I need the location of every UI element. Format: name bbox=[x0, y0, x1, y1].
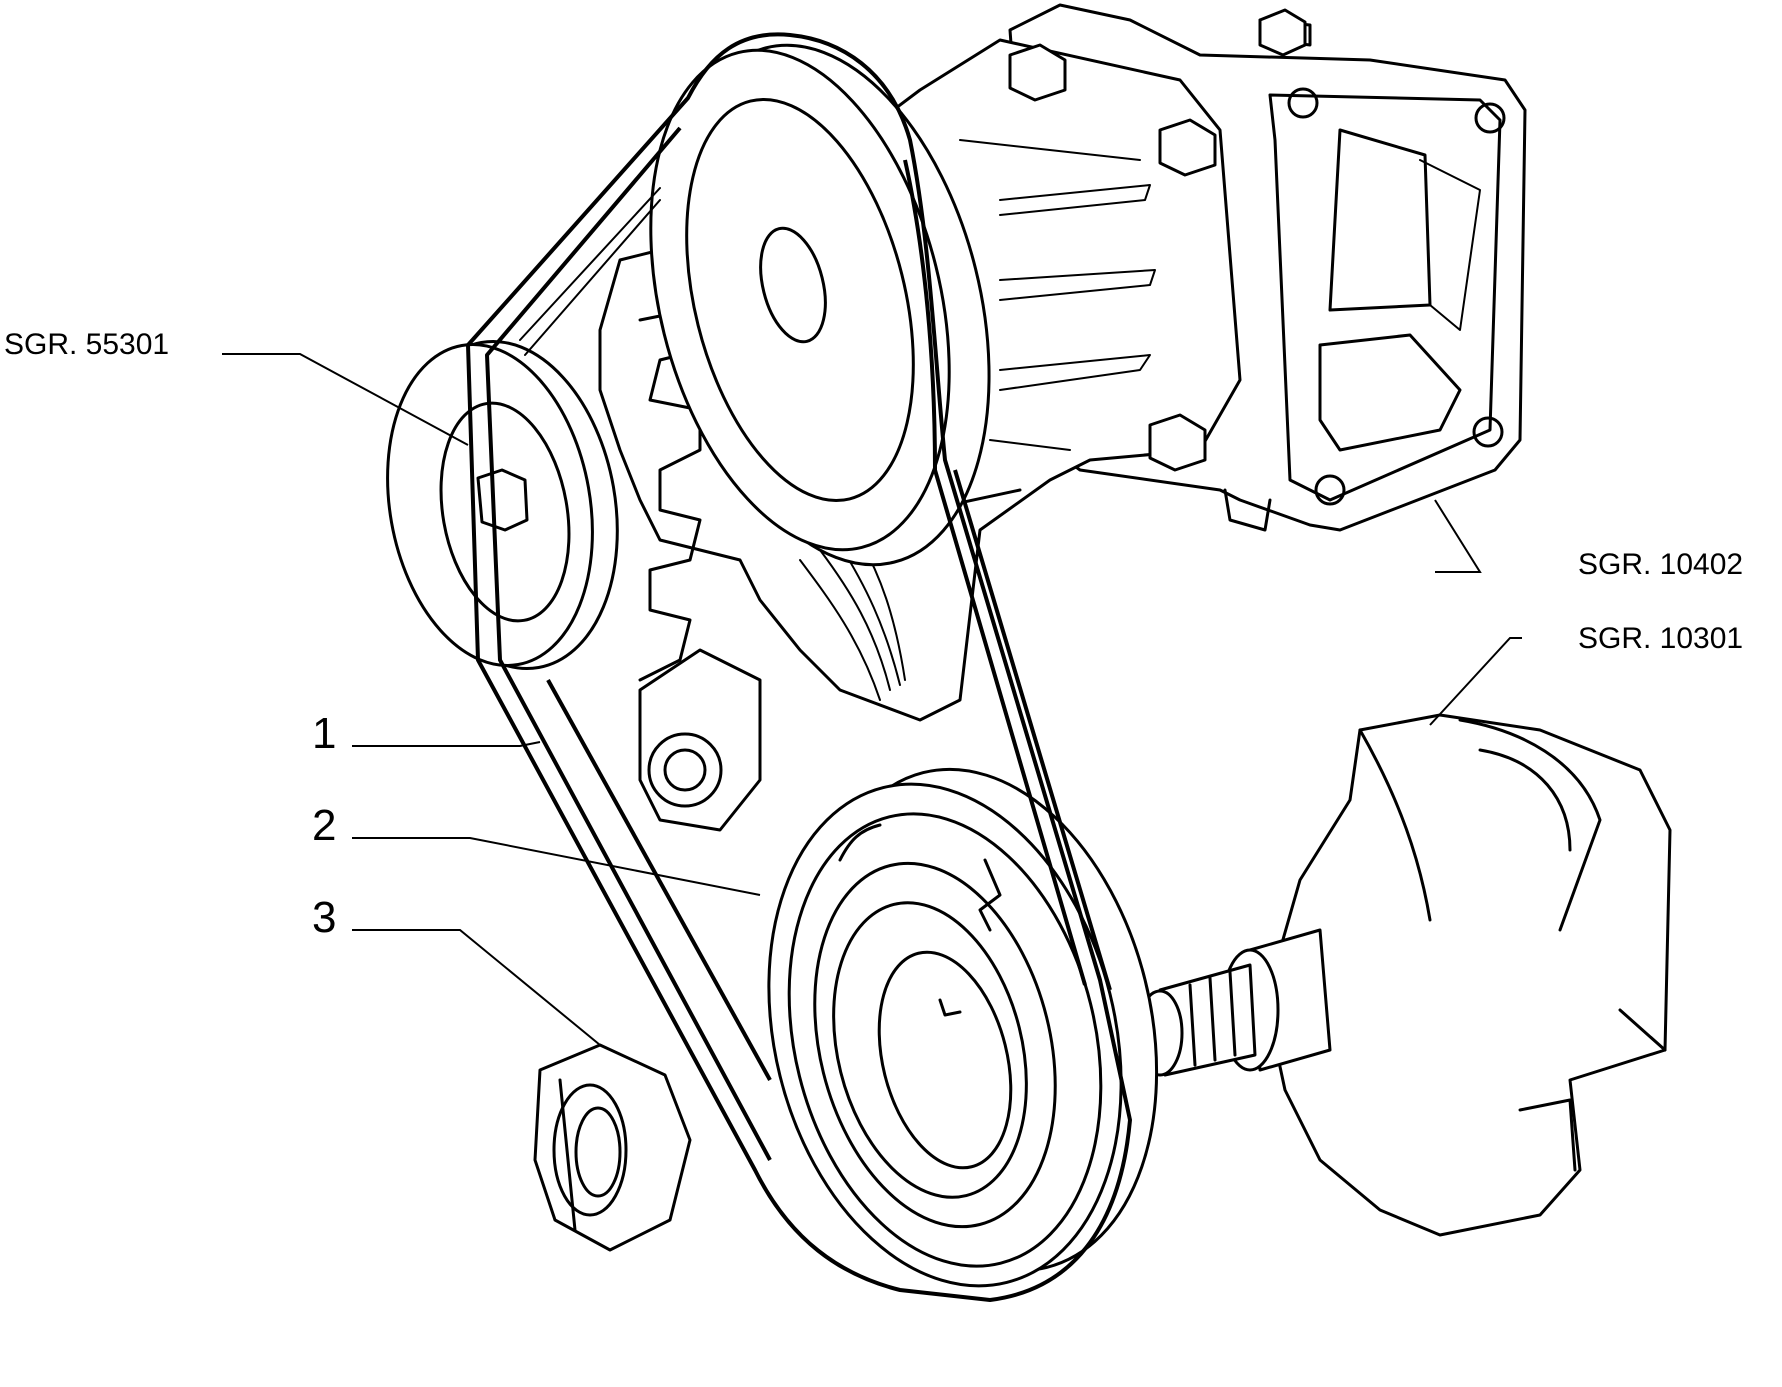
drive-belt bbox=[466, 32, 1132, 1302]
ref-number-1: 1 bbox=[312, 709, 336, 758]
tensioner-pulley bbox=[386, 339, 619, 671]
label-sgr-55301: SGR. 55301 bbox=[4, 328, 169, 361]
leader-lines bbox=[222, 353, 1522, 1046]
label-sgr-10402: SGR. 10402 bbox=[1578, 548, 1743, 581]
ref-number-3: 3 bbox=[312, 893, 336, 942]
ref-number-2: 2 bbox=[312, 801, 336, 850]
crankshaft bbox=[1136, 713, 1672, 1237]
crank-nut bbox=[533, 1043, 692, 1252]
crank-pulley bbox=[767, 767, 1159, 1288]
pump-bolts bbox=[1008, 8, 1307, 472]
label-sgr-10301: SGR. 10301 bbox=[1578, 622, 1743, 655]
